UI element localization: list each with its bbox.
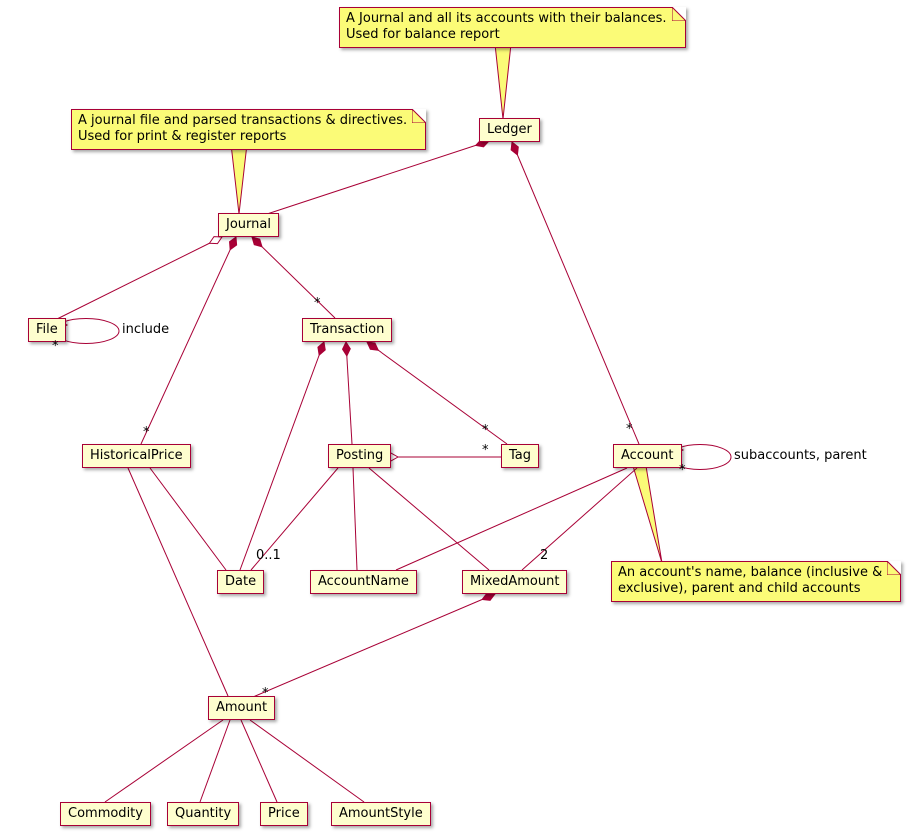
class-account: Account xyxy=(613,444,682,468)
role-label-include: include xyxy=(122,322,170,337)
class-date: Date xyxy=(217,570,265,594)
edge-journal-transaction xyxy=(251,236,336,319)
class-journal: Journal xyxy=(218,213,279,237)
edge-historicalprice-date xyxy=(149,467,227,571)
edge-account-mixedamount xyxy=(521,467,638,571)
class-mixedamount: MixedAmount xyxy=(462,570,568,594)
note-fold-icon xyxy=(887,561,902,575)
multiplicity-tag-transaction: * xyxy=(482,423,489,438)
edge-account-accountname xyxy=(395,467,628,571)
class-commodity: Commodity xyxy=(60,802,151,826)
multiplicity-tag-posting: * xyxy=(482,443,489,458)
note-ledger-line2: Used for balance report xyxy=(346,27,500,42)
edge-ledger-account xyxy=(510,141,640,445)
edge-posting-mixedamount xyxy=(368,467,490,571)
edge-journal-file xyxy=(54,236,223,321)
note-journal-line2: Used for print & register reports xyxy=(78,129,287,144)
note-journal-line1: A journal file and parsed transactions &… xyxy=(78,113,408,128)
note-account: An account's name, balance (inclusive & … xyxy=(611,561,902,602)
note-tail-ledger xyxy=(494,43,512,120)
class-transaction: Transaction xyxy=(302,318,393,342)
multiplicity-account-ledger: * xyxy=(626,422,633,437)
note-fold-icon xyxy=(671,7,686,21)
class-file: File xyxy=(28,318,66,342)
edge-transaction-tag xyxy=(366,341,508,445)
multiplicity-mixedamount-account: 2 xyxy=(540,548,549,563)
class-ledger: Ledger xyxy=(479,118,540,142)
note-tail-account xyxy=(632,465,663,564)
edge-amount-amountstyle xyxy=(249,719,365,803)
multiplicity-transaction: * xyxy=(314,296,321,311)
edge-posting-date xyxy=(250,467,339,571)
edge-ledger-journal xyxy=(263,138,490,216)
multiplicity-account-loop: * xyxy=(679,463,686,478)
edge-amount-quantity xyxy=(199,719,231,803)
class-quantity: Quantity xyxy=(167,802,240,826)
edge-posting-accountname xyxy=(352,467,358,571)
class-historicalprice: HistoricalPrice xyxy=(82,444,191,468)
class-amountstyle: AmountStyle xyxy=(331,802,431,826)
note-journal: A journal file and parsed transactions &… xyxy=(71,109,427,150)
edge-transaction-date xyxy=(239,341,326,571)
edge-historicalprice-amount xyxy=(127,467,229,697)
class-tag: Tag xyxy=(501,444,540,468)
edge-mixedamount-amount xyxy=(252,592,496,698)
edge-amount-commodity xyxy=(104,719,224,803)
multiplicity-historicalprice: * xyxy=(143,425,150,440)
multiplicity-file-loop: * xyxy=(52,339,59,354)
multiplicity-amount: * xyxy=(262,686,269,701)
note-ledger-line1: A Journal and all its accounts with thei… xyxy=(346,11,667,26)
class-price: Price xyxy=(260,802,308,826)
role-label-subaccounts-parent: subaccounts, parent xyxy=(734,448,867,463)
class-posting: Posting xyxy=(328,444,392,468)
edge-amount-price xyxy=(240,719,278,803)
edge-journal-historicalprice xyxy=(140,236,238,445)
edge-transaction-posting xyxy=(341,340,353,445)
class-amount: Amount xyxy=(208,696,276,720)
note-fold-icon xyxy=(412,109,427,123)
note-account-line1: An account's name, balance (inclusive & xyxy=(618,565,883,580)
class-accountname: AccountName xyxy=(310,570,417,594)
note-tail-journal xyxy=(230,143,248,215)
multiplicity-date-posting: 0..1 xyxy=(256,548,281,563)
note-ledger: A Journal and all its accounts with thei… xyxy=(339,7,686,48)
note-account-line2: exclusive), parent and child accounts xyxy=(618,581,861,596)
